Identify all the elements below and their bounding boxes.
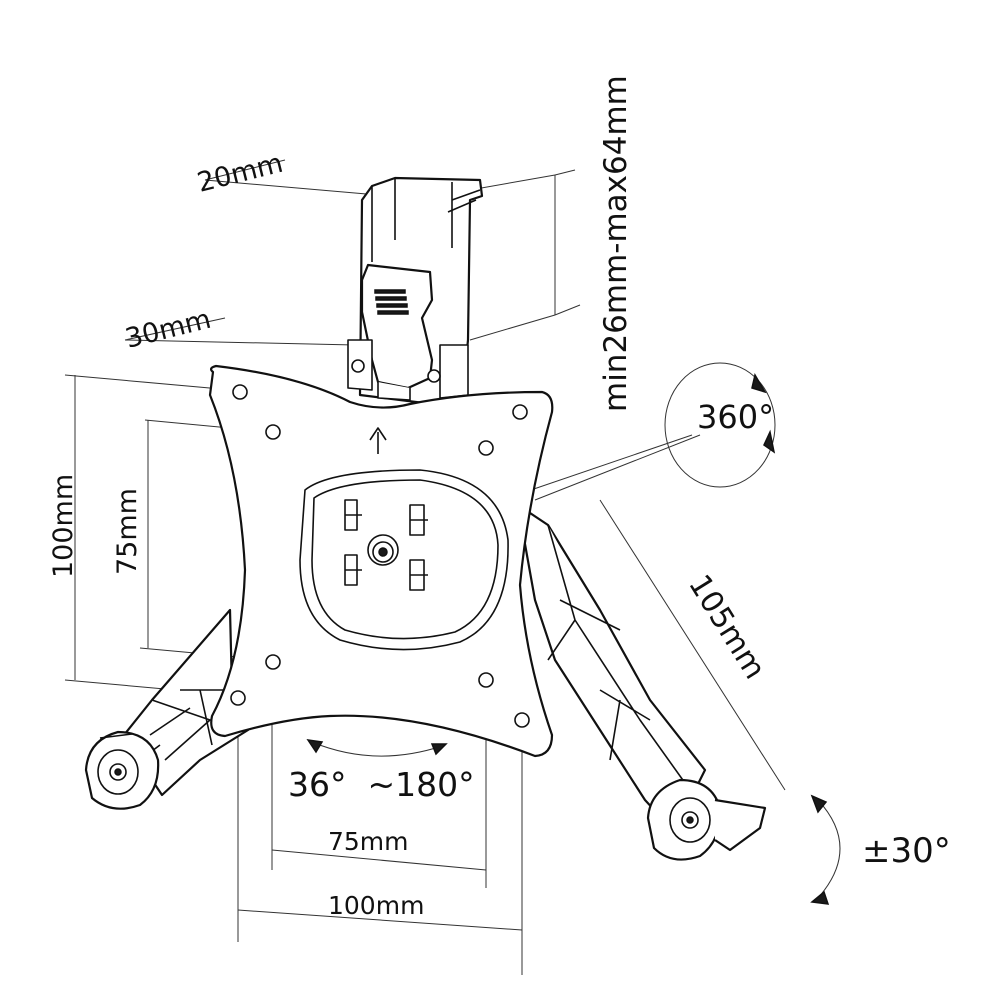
tilt-arrow bbox=[810, 794, 841, 905]
right-arm bbox=[516, 503, 707, 827]
label-arm-length: 105mm bbox=[681, 569, 772, 686]
left-knob bbox=[84, 730, 160, 810]
label-tilt: ±30° bbox=[862, 831, 951, 871]
label-clamp-width: 20mm bbox=[194, 148, 286, 199]
label-vesa-height-inner: 75mm bbox=[112, 488, 143, 575]
label-vesa-height-outer: 100mm bbox=[48, 474, 79, 578]
desk-clamp bbox=[347, 176, 484, 407]
right-knob bbox=[646, 778, 767, 861]
swivel-arrow bbox=[306, 739, 448, 757]
label-swivel: 36° ~180° bbox=[288, 765, 475, 804]
dimension-lines bbox=[64, 159, 786, 975]
label-vesa-width-inner: 75mm bbox=[328, 827, 409, 856]
label-clamp-depth: 30mm bbox=[122, 304, 214, 355]
label-vesa-width-outer: 100mm bbox=[328, 891, 424, 920]
rotation-360-indicator bbox=[664, 362, 776, 488]
vesa-plate bbox=[208, 364, 554, 758]
label-rotation: 360° bbox=[697, 398, 774, 436]
label-clamp-range: min26mm-max64mm bbox=[598, 75, 634, 412]
